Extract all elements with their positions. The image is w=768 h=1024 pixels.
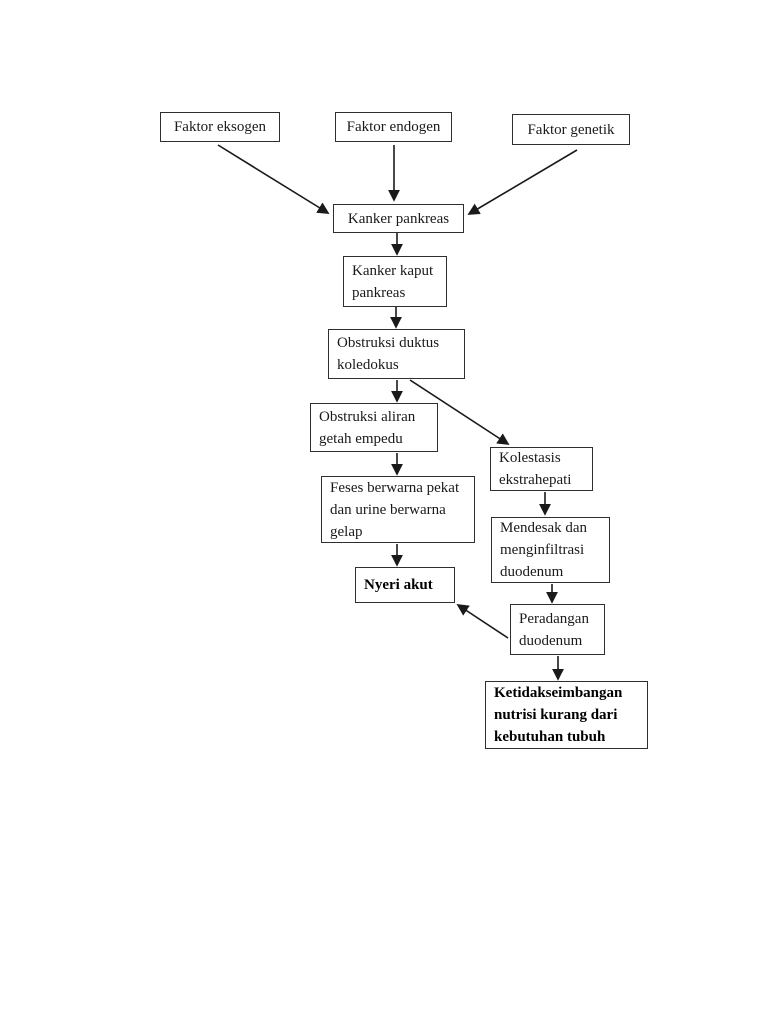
node-nyeri-akut: Nyeri akut — [355, 567, 455, 603]
node-feses-berwarna-pekat: Feses berwarna pekat dan urine berwarna … — [321, 476, 475, 543]
node-obstruksi-duktus-koledokus: Obstruksi duktus koledokus — [328, 329, 465, 379]
arrow-genetik-to-kanker-pankreas — [467, 149, 578, 215]
node-kanker-pankreas: Kanker pankreas — [333, 204, 464, 233]
node-mendesak-menginfiltrasi-duodenum: Mendesak dan menginfiltrasi duodenum — [491, 517, 610, 583]
node-faktor-eksogen: Faktor eksogen — [160, 112, 280, 142]
node-kanker-kaput-pankreas: Kanker kaput pankreas — [343, 256, 447, 307]
node-kolestasis-ekstrahepati: Kolestasis ekstrahepati — [490, 447, 593, 491]
node-faktor-endogen: Faktor endogen — [335, 112, 452, 142]
node-faktor-genetik: Faktor genetik — [512, 114, 630, 145]
node-obstruksi-aliran-getah-empedu: Obstruksi aliran getah empedu — [310, 403, 438, 452]
node-ketidakseimbangan-nutrisi: Ketidakseimbangan nutrisi kurang dari ke… — [485, 681, 648, 749]
arrow-eksogen-to-kanker-pankreas — [217, 144, 330, 214]
arrow-peradangan-to-nyeri-akut — [456, 604, 509, 639]
node-peradangan-duodenum: Peradangan duodenum — [510, 604, 605, 655]
